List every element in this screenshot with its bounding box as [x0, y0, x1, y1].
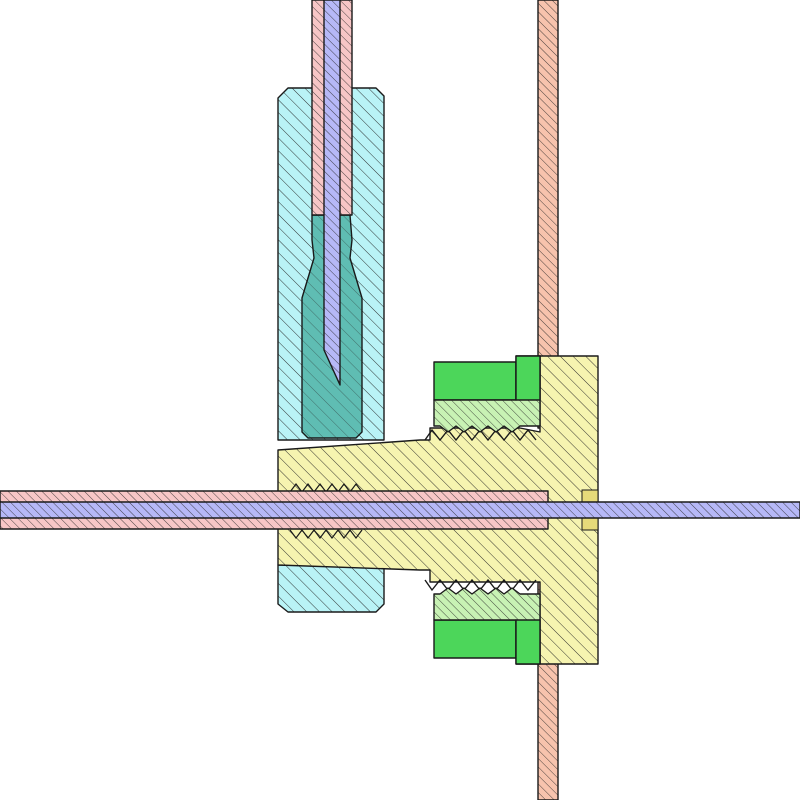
lock-nut-bottom — [433, 587, 541, 665]
horizontal-tubing — [0, 490, 800, 530]
vertical-tubing — [311, 0, 353, 386]
lock-nut-top — [433, 355, 541, 433]
